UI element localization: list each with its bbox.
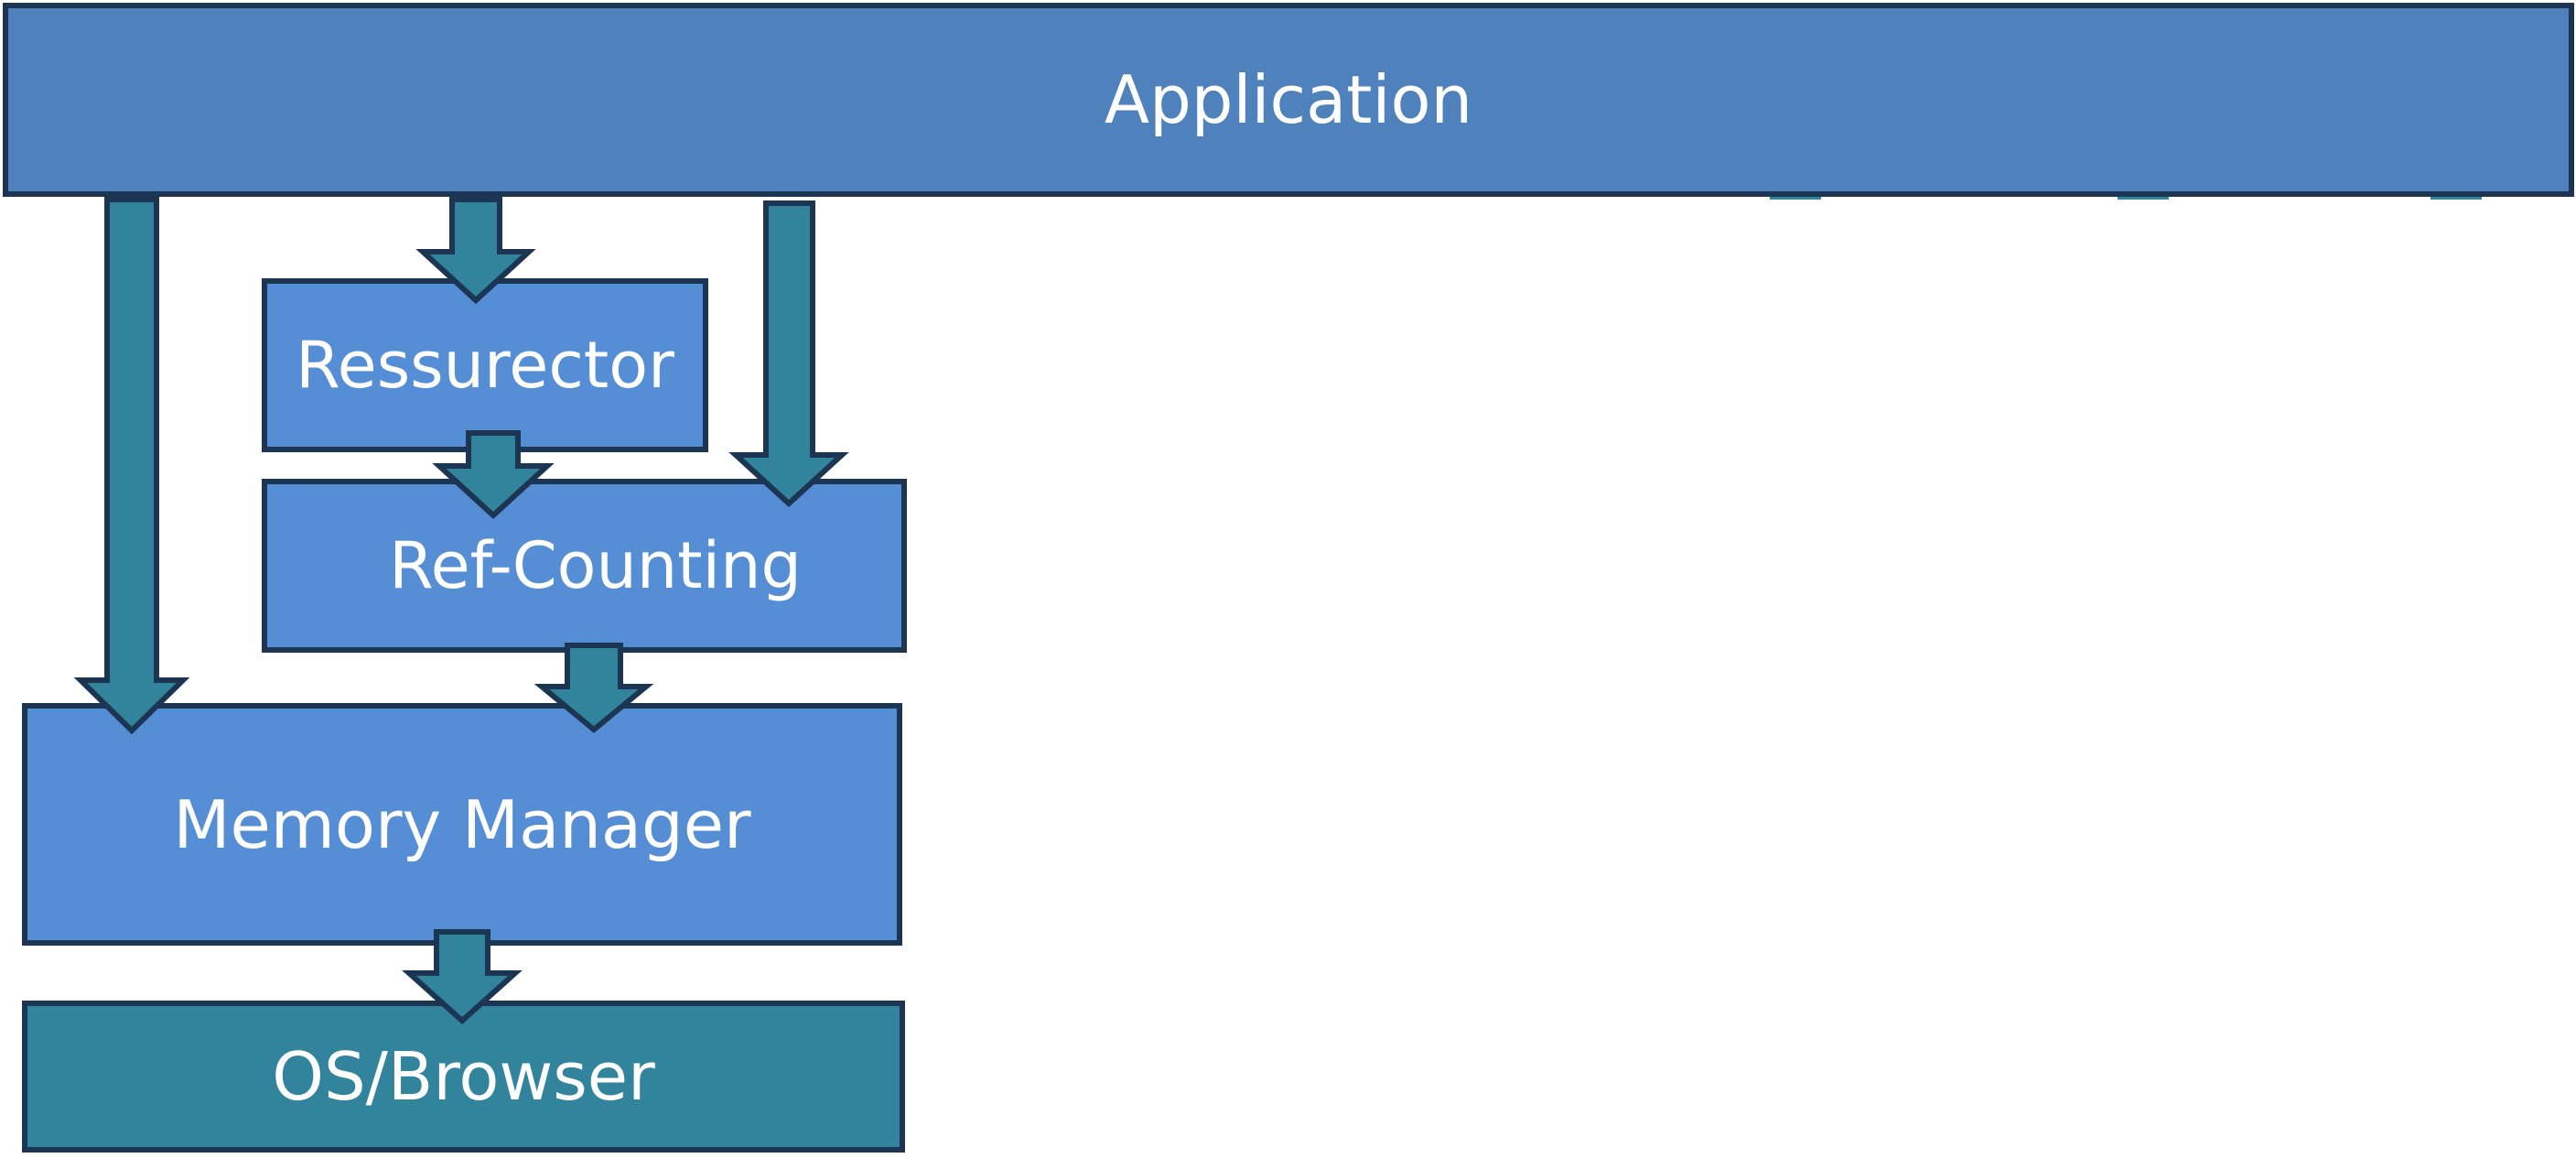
memory-manager-label: Memory Manager bbox=[173, 785, 751, 863]
ref-counting-block: Ref-Counting bbox=[262, 479, 907, 653]
ref-counting-label: Ref-Counting bbox=[389, 528, 802, 603]
ressurector-block: Ressurector bbox=[262, 278, 708, 452]
os-browser-label: OS/Browser bbox=[272, 1038, 655, 1115]
arrow-application-to-ref-counting bbox=[728, 200, 849, 508]
application-block: Application bbox=[3, 3, 2574, 197]
memory-manager-block: Memory Manager bbox=[22, 703, 902, 946]
application-label: Application bbox=[1104, 61, 1473, 138]
arrow-application-to-memory-manager bbox=[73, 197, 190, 735]
ressurector-label: Ressurector bbox=[296, 328, 674, 403]
os-browser-block: OS/Browser bbox=[22, 1001, 905, 1153]
